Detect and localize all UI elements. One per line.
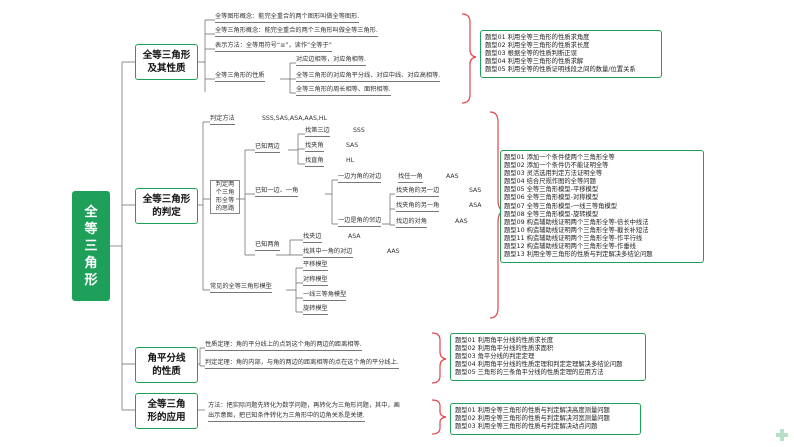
model-item: 旋转模型 (303, 305, 328, 315)
two-sides-item-value: SAS (346, 142, 359, 149)
question-type: 题型01 添加一个条件使两个三角形全等 (504, 154, 615, 161)
side-adjacent-item-label: 找夹角的另一角 (396, 202, 440, 212)
properties-label: 全等三角形的性质 (215, 72, 265, 82)
question-type: 题型05 利用全等的性质证明线段之间的数量/位置关系 (485, 66, 636, 74)
notation: 表示方法：全等用符号“≅”，读作“全等于” (215, 42, 333, 52)
question-type: 题型10 构造辅助线证明两个三角形全等-截长补短法 (504, 226, 649, 234)
two-sides-label: 已知两边 (255, 143, 280, 153)
bisector-property: 性质定理：角的平分线上的点到这个角的两边的距离相等. (205, 341, 362, 351)
root-label: 全等三角形 (84, 204, 98, 288)
models-label: 常见的全等三角形模型 (210, 283, 272, 293)
concept-triangles: 全等三角形概念：能完全重合的两个三角形叫做全等三角形. (215, 27, 378, 37)
question-type: 题型03 灵活选用判定方法证明全等 (504, 170, 603, 178)
question-type: 题型09 构造辅助线证明两个三角形全等-倍长中线法 (504, 218, 649, 226)
question-type: 题型05 全等三角形模型-平移模型 (504, 186, 599, 194)
question-type: 题型05 三角形的三条角平分线的性质定理的应用方法 (455, 369, 604, 377)
model-item: 平移模型 (303, 261, 328, 271)
question-type: 题型12 构造辅助线证明两个三角形全等-作垂线 (504, 243, 636, 251)
question-type: 题型04 结合尺规作图的全等问题 (504, 178, 596, 186)
two-sides-item-value: SSS (353, 127, 365, 134)
topic-application: 全等三角 形的应用 (135, 393, 198, 429)
two-sides-item-label: 找第三边 (305, 127, 330, 137)
question-type: 题型02 利用全等三角形的性质与判定解决河宽测量问题 (455, 415, 610, 423)
question-type: 题型11 构造辅助线证明两个三角形全等-作平行线 (504, 234, 643, 242)
question-type: 题型13 利用全等三角形的性质与判定解决多结论问题 (504, 251, 653, 259)
two-sides-item-label: 找直角 (305, 157, 324, 167)
question-type: 题型06 全等三角形模型-对称模型 (504, 194, 599, 202)
two-angles-item-value: ASA (348, 233, 361, 240)
question-type: 题型01 利用全等三角形的性质求角度 (485, 34, 590, 41)
application-method-line1: 方法：把实际问题先转化为数学问题，再转化为三角形问题，其中，画 (208, 402, 400, 409)
question-type: 题型04 利用全等三角形的性质求解 (485, 58, 584, 66)
side-opposite-item-value: AAS (446, 173, 459, 180)
two-angles-item-label: 找其中一角的对边 (303, 248, 353, 258)
model-item: 对称模型 (303, 276, 328, 286)
property-3: 全等三角形的周长相等、面积相等. (296, 86, 391, 96)
model-item: 一线三等角模型 (303, 291, 347, 301)
question-types-application: 题型01 利用全等三角形的性质与判定解决高度测量问题 题型02 利用全等三角形的… (450, 403, 641, 436)
topic-properties: 全等三角形 及其性质 (135, 44, 198, 80)
application-method-line2: 出示意图，把已知条件转化为三角形中的边角关系是关键. (208, 412, 365, 422)
question-type: 题型08 全等三角形模型-旋转模型 (504, 210, 599, 218)
question-type: 题型03 角平分线的判定定理 (455, 353, 535, 361)
side-adjacent-item-value: ASA (469, 202, 482, 209)
two-angles-item-label: 找夹边 (303, 233, 322, 243)
side-adjacent-item-value: AAS (455, 218, 468, 225)
side-opposite-item-label: 找任一角 (398, 173, 423, 183)
property-2: 全等三角形的对应角平分线、对应中线、对应高相等. (296, 72, 441, 82)
thinking-label: 判定两个三角形全等的思路 (210, 180, 240, 214)
side-adjacent-item-label: 找夹角的另一边 (396, 187, 440, 197)
methods-value: SSS,SAS,ASA,AAS,HL (262, 115, 328, 122)
question-type: 题型01 利用角平分线的性质求长度 (455, 337, 554, 344)
question-types-criteria: 题型01 添加一个条件使两个三角形全等 题型02 添加一个条件仍不能证明全等 题… (500, 150, 704, 264)
question-types-properties: 题型01 利用全等三角形的性质求角度 题型02 利用全等三角形的性质求长度 题型… (480, 30, 662, 79)
two-sides-item-label: 找夹角 (305, 142, 324, 152)
question-type: 题型03 根据全等的性质判断正误 (485, 50, 577, 58)
corner-decoration (776, 429, 788, 441)
side-adjacent-item-value: SAS (469, 187, 482, 194)
question-type: 题型02 利用角平分线的性质求面积 (455, 345, 554, 353)
two-sides-item-value: HL (346, 157, 355, 164)
question-type: 题型04 利用角平分线的性质定理和判定定理解决多结论问题 (455, 361, 623, 369)
root-topic: 全等三角形 (72, 191, 110, 301)
question-type: 题型03 利用全等三角形的性质与判定解决动点问题 (455, 423, 598, 431)
side-adjacent-item-label: 找边的对角 (396, 218, 427, 228)
question-type: 题型02 利用全等三角形的性质求长度 (485, 42, 590, 50)
question-type: 题型02 添加一个条件仍不能证明全等 (504, 162, 609, 170)
methods-label: 判定方法 (210, 115, 235, 125)
topic-criteria: 全等三角形 的判定 (135, 188, 198, 224)
property-1: 对应边相等，对应角相等. (296, 56, 367, 66)
question-type: 题型01 利用全等三角形的性质与判定解决高度测量问题 (455, 407, 610, 414)
question-types-bisector: 题型01 利用角平分线的性质求长度 题型02 利用角平分线的性质求面积 题型03… (450, 333, 646, 382)
question-type: 题型07 全等三角形模型-一线三等角模型 (504, 202, 618, 210)
two-angles-item-value: AAS (387, 248, 400, 255)
bisector-converse: 判定定理：角的内部，与角的两边的距离相等的点在这个角的平分线上. (205, 359, 399, 369)
two-angles-label: 已知两角 (255, 241, 280, 251)
side-opposite-label: 一边为角的对边 (338, 173, 382, 183)
side-angle-label: 已知一边、一角 (255, 187, 299, 197)
concept-figures: 全等图形概念：能完全重合的两个图形叫做全等图形. (215, 13, 360, 23)
topic-bisector: 角平分线 的性质 (135, 347, 198, 383)
side-adjacent-label: 一边是角的邻边 (338, 217, 382, 227)
